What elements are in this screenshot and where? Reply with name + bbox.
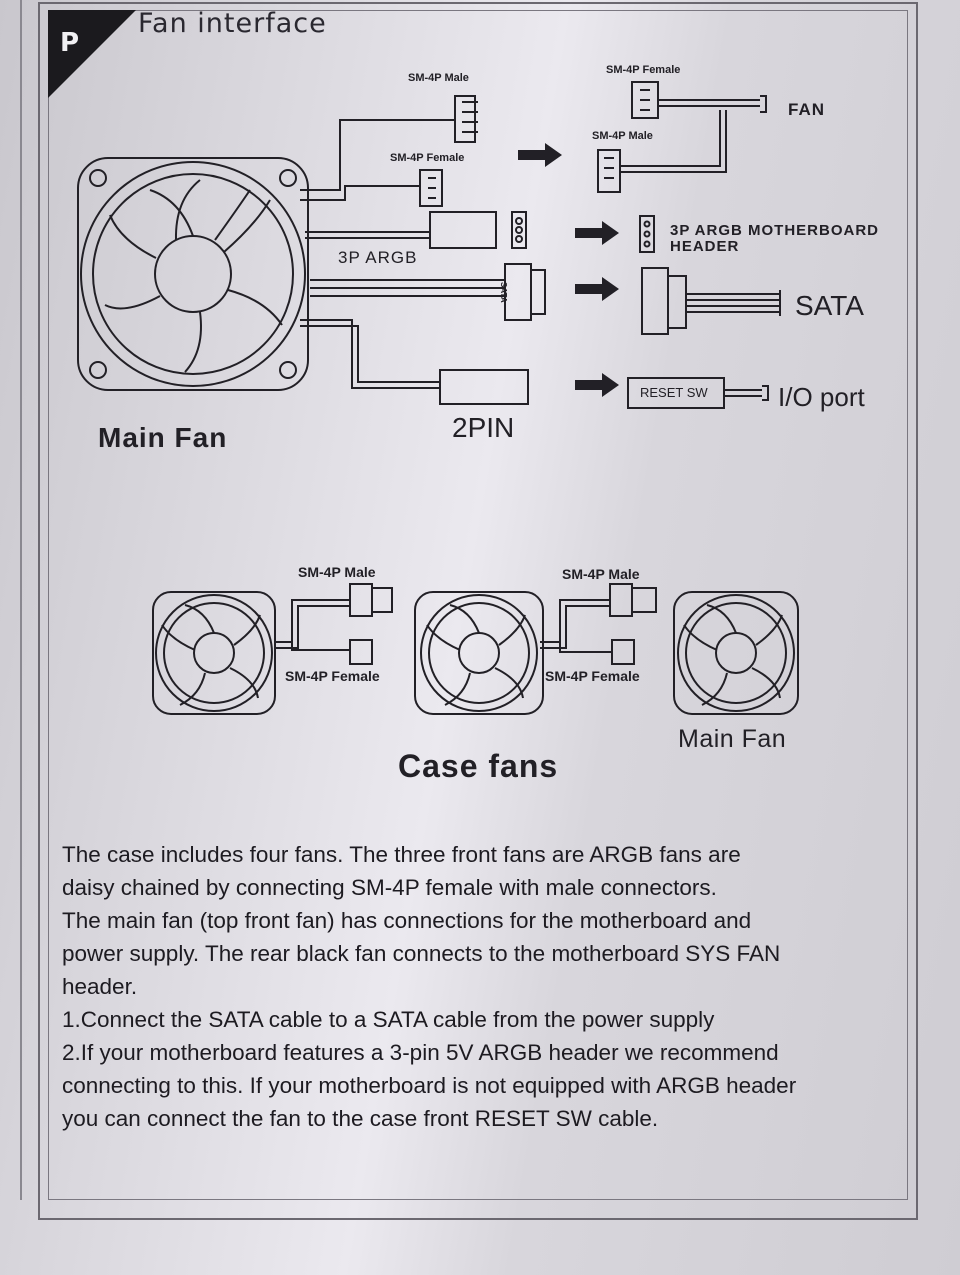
case-fans-title: Case fans	[398, 748, 559, 784]
description-line: daisy chained by connecting SM-4P female…	[62, 875, 717, 900]
inner-border	[48, 10, 908, 1200]
label-case-female-2: SM-4P Female	[545, 668, 640, 684]
case-fan-2-icon	[414, 591, 544, 715]
label-main-fan: Main Fan	[98, 422, 228, 453]
section-badge	[48, 10, 136, 98]
label-argb-header-line2: HEADER	[670, 238, 740, 255]
description-line: header.	[62, 974, 138, 999]
outer-border	[38, 2, 918, 1220]
label-sata-plug: SATA	[499, 282, 508, 303]
label-io-port: I/O port	[778, 382, 865, 412]
description-line: The main fan (top front fan) has connect…	[62, 908, 752, 933]
description-line: connecting to this. If your motherboard …	[62, 1073, 797, 1098]
label-case-male-1: SM-4P Male	[298, 564, 376, 580]
label-sm4p-male-right: SM-4P Male	[592, 130, 653, 142]
label-fan: FAN	[788, 100, 825, 119]
label-3p-argb: 3P ARGB	[338, 248, 418, 267]
description-line: power supply. The rear black fan connect…	[62, 941, 781, 966]
label-case-main-fan: Main Fan	[678, 725, 787, 753]
section-badge-letter: P	[60, 28, 80, 58]
description-line: 2.If your motherboard features a 3-pin 5…	[62, 1040, 779, 1065]
label-case-female-1: SM-4P Female	[285, 668, 380, 684]
label-2pin: 2PIN	[452, 412, 515, 443]
label-sm4p-female-right: SM-4P Female	[606, 64, 681, 76]
label-sm4p-male-top: SM-4P Male	[408, 72, 469, 84]
label-sata: SATA	[795, 290, 864, 321]
description-line: you can connect the fan to the case fron…	[62, 1106, 659, 1131]
label-reset-sw: RESET SW	[640, 385, 708, 400]
main-fan-icon	[77, 157, 309, 391]
label-case-male-2: SM-4P Male	[562, 566, 640, 582]
label-argb-header-line1: 3P ARGB MOTHERBOARD	[670, 222, 880, 239]
case-fan-1-icon	[152, 591, 276, 715]
description-line: The case includes four fans. The three f…	[62, 842, 741, 867]
case-fan-3-icon	[673, 591, 799, 715]
label-sm4p-female-left: SM-4P Female	[390, 152, 465, 164]
description-text: The case includes four fans. The three f…	[62, 838, 902, 1135]
section-title: Fan interface	[138, 8, 327, 39]
page-fold-edge	[0, 0, 22, 1200]
description-line: 1.Connect the SATA cable to a SATA cable…	[62, 1007, 715, 1032]
